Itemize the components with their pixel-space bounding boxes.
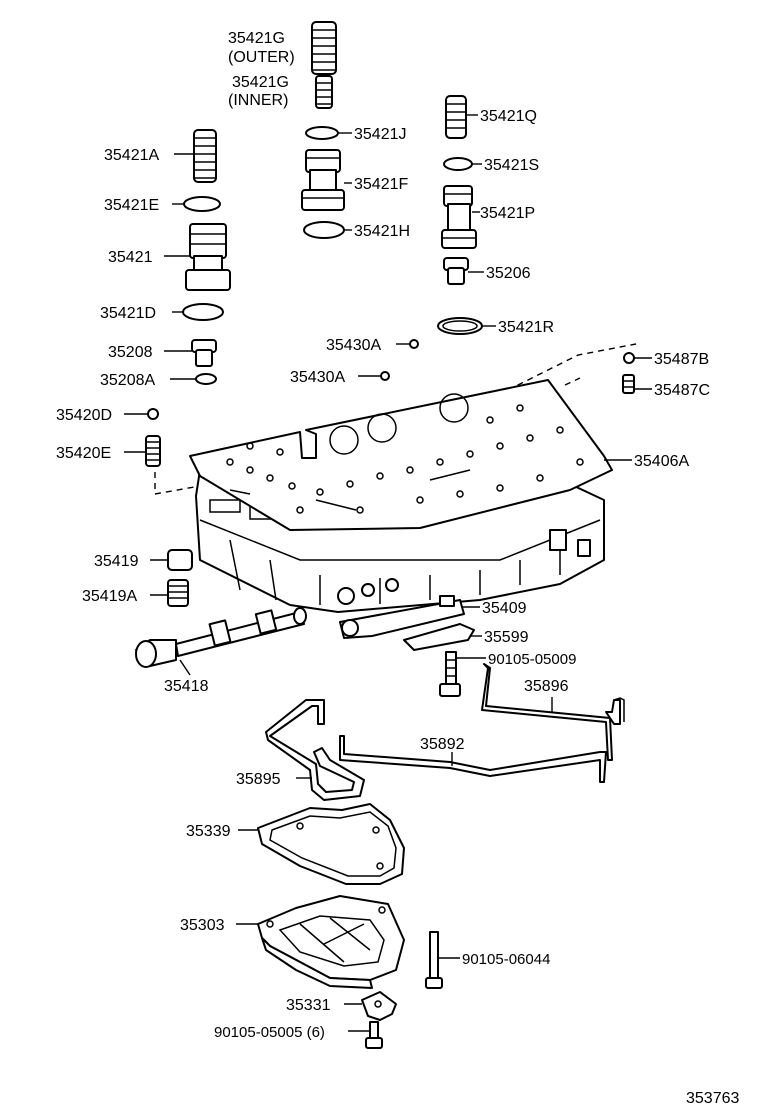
label-35895: 35895 (236, 771, 281, 788)
detent-spring-35895 (265, 699, 365, 801)
label-35421G-outer-note: (OUTER) (228, 49, 295, 66)
label-35487B: 35487B (654, 351, 709, 368)
plug-35208 (191, 339, 217, 367)
label-35420D: 35420D (56, 407, 112, 424)
label-35421: 35421 (108, 249, 153, 266)
ring-35421S (443, 157, 473, 171)
gasket-35339 (257, 803, 405, 885)
label-35430A-1: 35430A (326, 337, 381, 354)
label-90105-05009: 90105-05009 (488, 651, 576, 668)
label-35421R: 35421R (498, 319, 554, 336)
label-35421E: 35421E (104, 197, 159, 214)
label-35421D: 35421D (100, 305, 156, 322)
label-35421F: 35421F (354, 176, 408, 193)
plug-35206 (443, 257, 469, 285)
label-35421H: 35421H (354, 223, 410, 240)
ring-35421E (183, 196, 221, 212)
label-35896: 35896 (524, 678, 569, 695)
label-35421A: 35421A (104, 147, 159, 164)
label-35208A: 35208A (100, 372, 155, 389)
labels: 35421G (OUTER) 35421G (INNER) 35421Q 354… (56, 30, 739, 1107)
spring-35421G-inner (315, 75, 333, 109)
label-35487C: 35487C (654, 382, 710, 399)
spring-35487C (622, 374, 635, 394)
separator-plate-35406A (189, 379, 613, 531)
rod-35896 (481, 663, 625, 761)
label-35420E: 35420E (56, 445, 111, 462)
label-35421Q: 35421Q (480, 108, 537, 125)
label-35409: 35409 (482, 600, 527, 617)
label-35430A-2: 35430A (290, 369, 345, 386)
label-35419: 35419 (94, 553, 139, 570)
label-35892: 35892 (420, 736, 465, 753)
bolt-90105-06044 (425, 931, 443, 989)
label-35421G-inner: 35421G (232, 74, 289, 91)
label-35421G-inner-note: (INNER) (228, 92, 288, 109)
plug-35419 (167, 549, 193, 571)
label-35339: 35339 (186, 823, 231, 840)
ball-35430A-2 (380, 371, 390, 381)
label-90105-05005: 90105-05005 (6) (214, 1024, 325, 1041)
rod-35892 (339, 735, 607, 783)
spring-35421Q (445, 95, 467, 139)
spring-35421A (193, 129, 217, 183)
ring-35421J (305, 126, 339, 140)
ring-35421D (182, 303, 224, 321)
label-35421S: 35421S (484, 157, 539, 174)
label-35421J: 35421J (354, 126, 407, 143)
label-35206: 35206 (486, 265, 531, 282)
label-35421P: 35421P (480, 205, 535, 222)
sleeve-35421P (441, 185, 477, 249)
label-35419A: 35419A (82, 588, 137, 605)
ring-35421H (303, 221, 345, 239)
label-90105-06044: 90105-06044 (462, 951, 550, 968)
label-35421G-outer: 35421G (228, 30, 285, 47)
ball-35420D (147, 408, 159, 420)
label-35331: 35331 (286, 997, 331, 1014)
spring-35421G-outer (311, 21, 337, 75)
spring-35420E (145, 435, 161, 467)
figure-reference: 353763 (686, 1090, 739, 1107)
ring-35208A (195, 373, 217, 385)
label-35208: 35208 (108, 344, 153, 361)
clamp-35331 (361, 991, 397, 1021)
label-35303: 35303 (180, 917, 225, 934)
bolt-90105-05009 (439, 651, 461, 697)
bolt-90105-05005 (365, 1021, 383, 1049)
sleeve-35421F (301, 149, 345, 211)
ball-35487B (623, 352, 635, 364)
sleeve-35421 (185, 223, 231, 291)
lever-35409 (339, 595, 465, 639)
valve-35418 (135, 607, 307, 668)
label-35418: 35418 (164, 678, 209, 695)
label-35406A: 35406A (634, 453, 689, 470)
strainer-35303 (257, 895, 405, 989)
label-35599: 35599 (484, 629, 529, 646)
ball-35430A-1 (409, 339, 419, 349)
bracket-35599 (403, 623, 475, 651)
spring-35419A (167, 579, 189, 607)
